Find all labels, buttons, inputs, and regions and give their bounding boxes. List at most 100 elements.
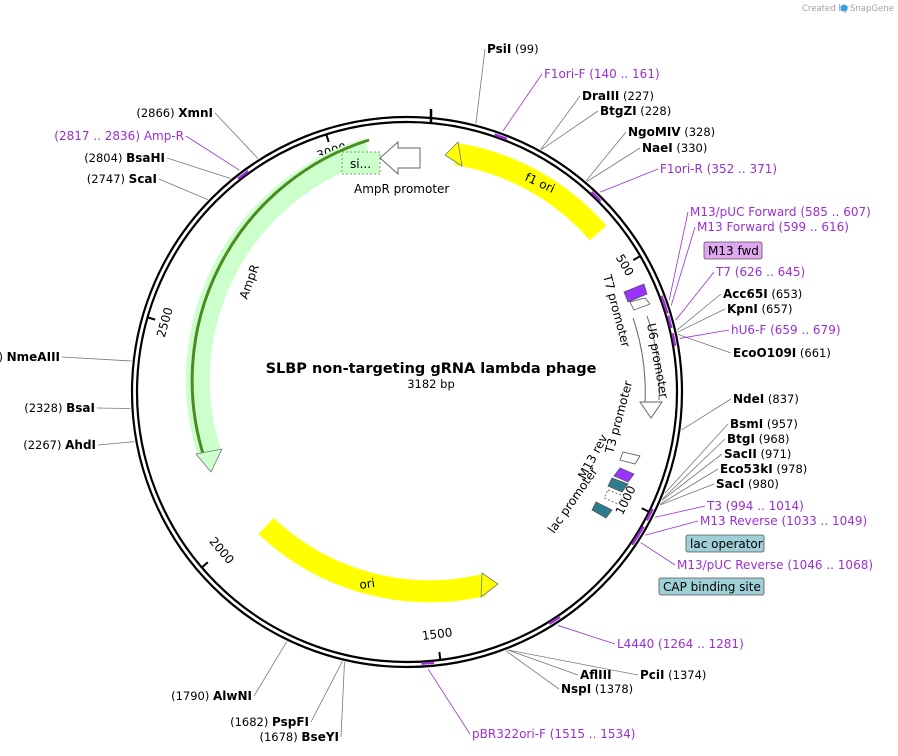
site-label[interactable]: KpnI (657): [727, 302, 793, 316]
primer-leader-line: [427, 668, 471, 735]
leader-line: [676, 293, 722, 331]
feature-signal-seq[interactable]: [341, 151, 381, 175]
primer-label[interactable]: M13 Reverse (1033 .. 1049): [700, 514, 867, 528]
site-label[interactable]: DraIII (227): [582, 89, 654, 103]
feature-cap-site-mark[interactable]: [591, 501, 613, 519]
primer-label[interactable]: F1ori-R (352 .. 371): [660, 162, 777, 176]
feature-t7-promoter-mark[interactable]: [623, 283, 648, 303]
primer-label[interactable]: M13/pUC Forward (585 .. 607): [690, 205, 871, 219]
primer-mark: [671, 333, 677, 347]
site-label[interactable]: BtgZI (228): [600, 104, 671, 118]
site-label[interactable]: NdeI (837): [733, 392, 799, 406]
leader-line: [659, 483, 715, 506]
leader-line: [505, 650, 560, 690]
site-label[interactable]: Eco53kI (978): [720, 462, 807, 476]
leader-line: [664, 423, 729, 494]
primer-label[interactable]: hU6-F (659 .. 679): [731, 323, 841, 337]
feature-t7-promoter[interactable]: [629, 297, 651, 311]
box-lac-operator[interactable]: [685, 534, 765, 553]
site-label[interactable]: (2866) XmnI: [136, 106, 213, 120]
feature-ampr-promoter[interactable]: [379, 140, 421, 176]
label-ampr-promoter: AmpR promoter: [354, 182, 449, 196]
primer-label[interactable]: F1ori-F (140 .. 161): [544, 67, 660, 81]
site-label[interactable]: BsmI (957): [730, 417, 798, 431]
leader-line: [540, 95, 581, 150]
primer-mark: [631, 533, 641, 546]
primer-label[interactable]: pBR322ori-F (1515 .. 1534): [472, 727, 635, 741]
leader-line: [61, 356, 132, 362]
tick-mark-2500: [147, 316, 156, 321]
ampr-orf-line: [190, 138, 370, 461]
primer-label[interactable]: (2817 .. 2836) Amp-R: [54, 129, 184, 143]
feature-f1-ori[interactable]: [454, 143, 607, 241]
primer-leader-line: [640, 542, 676, 566]
tick-mark-500: [632, 255, 641, 261]
primer-mark: [237, 170, 249, 180]
primer-mark: [662, 300, 669, 314]
site-label[interactable]: (2804) BsaHI: [84, 151, 165, 165]
leader-line: [585, 131, 627, 182]
site-label[interactable]: Acc65I (653): [723, 287, 802, 301]
primer-leader-line: [670, 226, 696, 306]
primer-leader-line: [557, 625, 616, 645]
site-label[interactable]: (2267) AhdI: [23, 438, 96, 452]
site-label[interactable]: SacII (971): [724, 447, 791, 461]
brand-app: SnapGene: [850, 4, 894, 14]
feature-ampr[interactable]: [185, 138, 372, 459]
leader-line: [507, 649, 639, 676]
site-label[interactable]: NgoMIV (328): [628, 125, 715, 139]
box-label-lac-operator: lac operator: [690, 537, 763, 551]
label-signal-seq: si...: [350, 157, 371, 171]
site-label[interactable]: NaeI (330): [642, 141, 707, 155]
primer-label[interactable]: T3 (994 .. 1014): [706, 499, 804, 513]
f1-ori-arrowhead: [444, 141, 463, 167]
plasmid-length: 3182 bp: [407, 377, 455, 391]
backbone-inner: [135, 120, 679, 664]
site-label[interactable]: EcoO109I (661): [733, 346, 831, 360]
box-cap-binding-site[interactable]: [658, 577, 765, 596]
site-label[interactable]: (1790) AlwNI: [171, 689, 252, 703]
site-label[interactable]: PciI (1374): [640, 668, 706, 682]
site-label[interactable]: BtgI (968): [727, 432, 790, 446]
tick-label: 2500: [154, 306, 176, 339]
primer-label[interactable]: L4440 (1264 .. 1281): [617, 637, 744, 651]
site-label[interactable]: PsiI (99): [487, 42, 539, 56]
leader-line: [310, 661, 343, 723]
primer-leader-line: [679, 329, 730, 339]
leader-line: [97, 441, 135, 446]
plasmid-title: SLBP non-targeting gRNA lambda phage: [266, 361, 597, 377]
primer-leader-line: [645, 520, 699, 536]
primer-leader-line: [668, 211, 689, 300]
leader-line: [158, 178, 208, 200]
brand-created-by: Created by: [802, 4, 849, 14]
snapgene-logo-icon: [840, 4, 848, 12]
box-m13-fwd[interactable]: [703, 241, 763, 260]
site-label[interactable]: (2328) BsaI: [24, 401, 95, 415]
primer-mark: [548, 615, 561, 625]
leader-lines: [61, 48, 732, 738]
feature-m13-rev[interactable]: [613, 467, 635, 483]
box-label-m13-fwd: M13 fwd: [708, 244, 759, 258]
site-label[interactable]: (1682) PspFI: [230, 715, 309, 729]
site-label[interactable]: (2747) ScaI: [87, 172, 157, 186]
site-label[interactable]: (2415) NmeAIII: [0, 350, 60, 364]
primer-label[interactable]: M13 Forward (599 .. 616): [697, 220, 849, 234]
label-t7-promoter: T7 promoter: [600, 272, 633, 349]
feature-u6-promoter[interactable]: [633, 317, 660, 401]
label-lac-promoter: lac promoter: [545, 465, 601, 536]
feature-t3-promoter[interactable]: [619, 451, 641, 465]
primer-label[interactable]: M13/pUC Reverse (1046 .. 1068): [677, 558, 873, 572]
feature-lac-promoter[interactable]: [603, 489, 625, 505]
primer-label[interactable]: T7 (626 .. 645): [715, 265, 805, 279]
leader-line: [96, 407, 131, 409]
tick-mark-3000: [325, 134, 330, 143]
site-label[interactable]: AflIII: [580, 668, 612, 682]
site-label[interactable]: SacI (980): [716, 477, 779, 491]
site-label[interactable]: NspI (1378): [561, 682, 633, 696]
feature-ori[interactable]: [258, 517, 487, 603]
site-label[interactable]: (1678) BseYI: [260, 730, 340, 744]
feature-lac-operator-mark[interactable]: [607, 477, 629, 493]
tick-label: 1500: [421, 625, 453, 643]
leader-line: [661, 453, 723, 501]
